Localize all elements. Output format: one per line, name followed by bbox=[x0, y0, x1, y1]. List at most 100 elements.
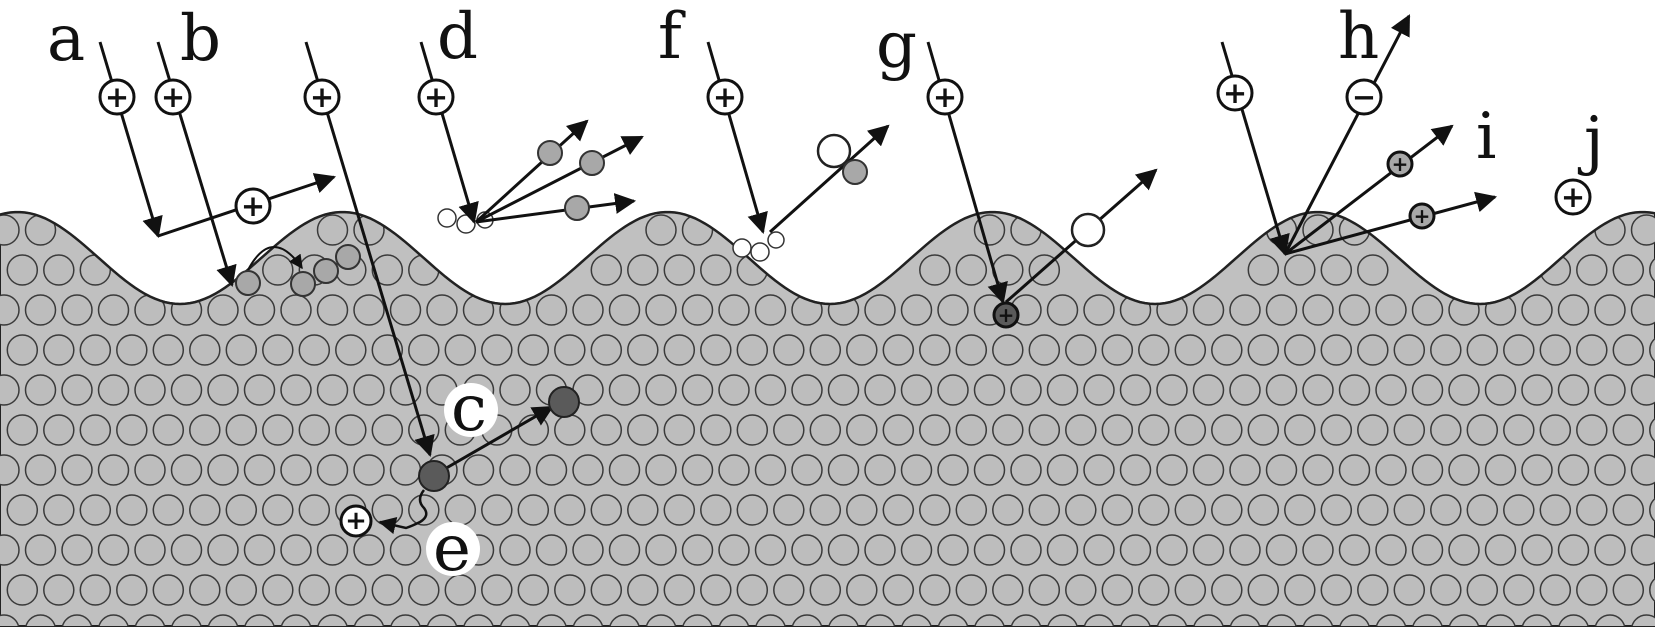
lattice-atom bbox=[919, 494, 951, 526]
lattice-atom bbox=[1010, 454, 1042, 486]
lattice-atom bbox=[481, 574, 513, 606]
lattice-atom bbox=[1612, 254, 1645, 286]
lattice-atom bbox=[61, 294, 93, 326]
lattice-atom bbox=[1046, 614, 1079, 626]
lattice-atom bbox=[170, 614, 203, 626]
adatom bbox=[290, 271, 316, 297]
lattice-atom bbox=[919, 254, 951, 286]
crystal-lattice bbox=[0, 214, 1655, 626]
lattice-atom bbox=[1284, 494, 1316, 526]
surface-profile bbox=[0, 210, 1655, 306]
lattice-atom bbox=[243, 454, 276, 486]
lattice-atom bbox=[937, 614, 969, 626]
lattice-atom bbox=[1211, 494, 1243, 526]
lattice-atom bbox=[1192, 534, 1225, 566]
incident-ion-g: + bbox=[926, 78, 964, 116]
lattice-atom bbox=[973, 214, 1006, 246]
lattice-atom bbox=[1265, 294, 1298, 326]
lattice-atom bbox=[43, 414, 75, 446]
lattice-atom bbox=[1229, 614, 1261, 626]
lattice-atom bbox=[1557, 534, 1590, 566]
lattice-atom bbox=[590, 254, 623, 286]
lattice-atom bbox=[262, 334, 294, 366]
lattice-atom bbox=[992, 334, 1024, 366]
lattice-atom bbox=[1229, 454, 1261, 486]
secondary-negative-ion-path bbox=[1283, 14, 1411, 255]
substituted-ion-g: + bbox=[992, 301, 1020, 329]
lattice-atom bbox=[24, 534, 57, 566]
lattice-atom bbox=[700, 414, 732, 446]
emitted-atom bbox=[816, 133, 852, 169]
lattice-atom bbox=[1503, 574, 1535, 606]
emitted-atom bbox=[842, 159, 868, 185]
lattice-atom bbox=[1010, 374, 1042, 406]
lattice-atom bbox=[6, 254, 39, 286]
lattice-atom bbox=[0, 374, 20, 406]
lattice-atom bbox=[627, 414, 659, 446]
lattice-atom bbox=[298, 494, 331, 526]
lattice-atom bbox=[1557, 454, 1590, 486]
ion-charge-sign: + bbox=[1392, 152, 1409, 176]
lattice-atom bbox=[535, 454, 568, 486]
lattice-atom bbox=[335, 414, 367, 446]
lattice-atom bbox=[864, 534, 896, 566]
lattice-atom bbox=[1411, 454, 1444, 486]
lattice-atom bbox=[189, 574, 221, 606]
lattice-atom bbox=[0, 454, 20, 486]
lattice-atom bbox=[1503, 334, 1535, 366]
lattice-atom bbox=[1357, 254, 1389, 286]
lattice-atom bbox=[243, 374, 276, 406]
lattice-atom bbox=[517, 334, 550, 366]
lattice-atom bbox=[499, 534, 531, 566]
lattice-atom bbox=[426, 614, 458, 626]
lattice-atom bbox=[1594, 454, 1626, 486]
lattice-atom bbox=[700, 574, 732, 606]
lattice-atom bbox=[627, 494, 659, 526]
lattice-atom bbox=[736, 574, 769, 606]
lattice-atom bbox=[116, 414, 148, 446]
ion-charge-sign: + bbox=[105, 80, 129, 114]
lattice-atom bbox=[645, 534, 677, 566]
lattice-atom bbox=[554, 574, 586, 606]
lattice-atom bbox=[371, 414, 404, 446]
sputtered-atom-path bbox=[474, 119, 589, 224]
lattice-atom bbox=[1557, 294, 1590, 326]
sputtered-atom-path bbox=[475, 135, 644, 224]
lattice-atom bbox=[371, 254, 404, 286]
lattice-atom bbox=[1576, 414, 1608, 446]
lattice-atom bbox=[955, 334, 988, 366]
lattice-atom bbox=[554, 334, 586, 366]
lattice-atom bbox=[1448, 614, 1480, 626]
lattice-atom bbox=[24, 214, 57, 246]
lattice-atom bbox=[280, 374, 312, 406]
lattice-atom bbox=[608, 374, 641, 406]
lattice-atom bbox=[718, 374, 750, 406]
lattice-atom bbox=[353, 294, 385, 326]
lattice-atom bbox=[280, 294, 312, 326]
lattice-atom bbox=[1065, 334, 1097, 366]
lattice-atom bbox=[79, 414, 112, 446]
lattice-atom bbox=[663, 254, 696, 286]
lattice-atom bbox=[316, 534, 349, 566]
lattice-atom bbox=[61, 614, 93, 626]
sputtered-atom bbox=[579, 150, 605, 176]
lattice-atom bbox=[681, 534, 714, 566]
lattice-atom bbox=[280, 534, 312, 566]
lattice-atom bbox=[371, 494, 404, 526]
lattice-atom bbox=[754, 374, 787, 406]
lattice-atom bbox=[6, 574, 39, 606]
lattice-atom bbox=[1484, 454, 1517, 486]
lattice-atom bbox=[280, 614, 312, 626]
lattice-atom bbox=[846, 574, 878, 606]
lattice-atom bbox=[663, 494, 696, 526]
lattice-atom bbox=[1211, 334, 1243, 366]
lattice-atom bbox=[1302, 614, 1334, 626]
lattice-atom bbox=[97, 374, 130, 406]
lattice-atom bbox=[1630, 294, 1655, 326]
lattice-atom bbox=[1649, 254, 1655, 286]
lattice-atom bbox=[1174, 494, 1207, 526]
lattice-atom bbox=[79, 334, 112, 366]
lattice-atom bbox=[1119, 454, 1152, 486]
lattice-atom bbox=[882, 414, 915, 446]
lattice-atom bbox=[992, 494, 1024, 526]
